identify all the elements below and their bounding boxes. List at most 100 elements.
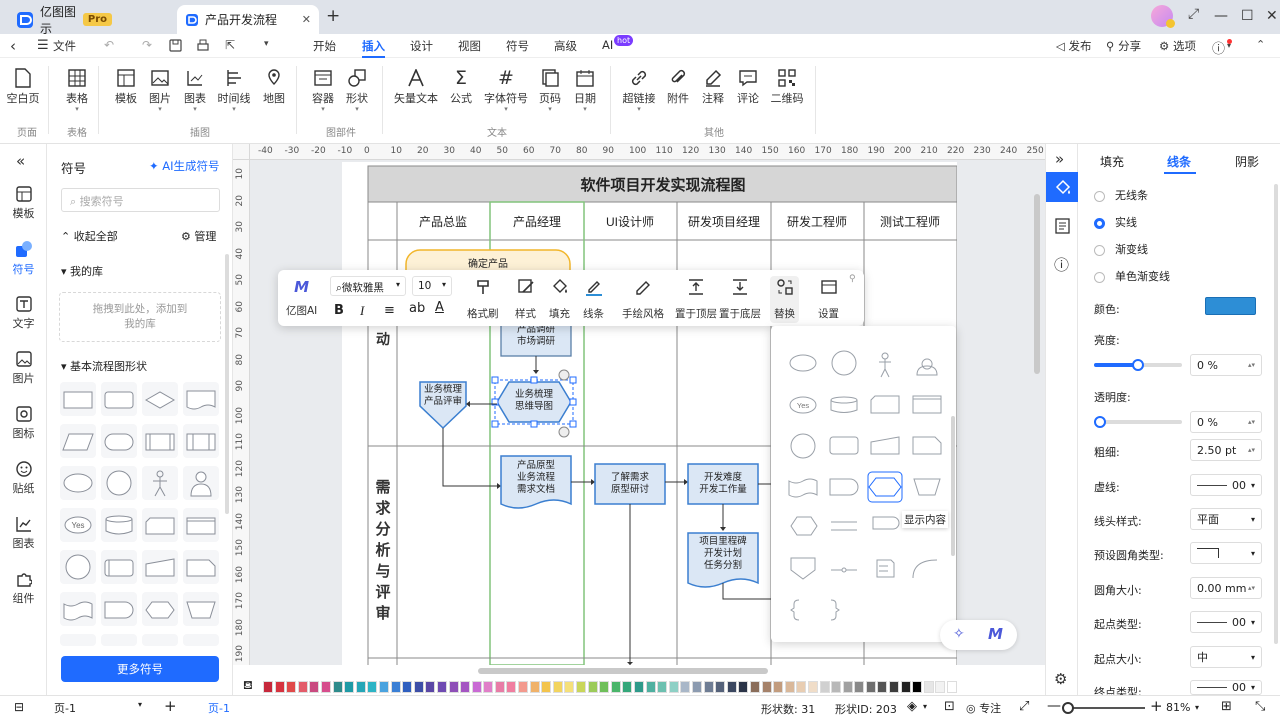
shape-more-2[interactable] (101, 634, 137, 646)
save-icon[interactable] (169, 39, 182, 52)
shape-button[interactable]: 形状▾ (335, 66, 379, 113)
arrow-style-select[interactable]: 平面▾ (1190, 508, 1262, 530)
style-panel-tab[interactable] (1046, 172, 1079, 202)
magic-wand-icon[interactable]: ✧ (953, 626, 965, 642)
collapse-ribbon-icon[interactable]: ⌃ (1256, 38, 1266, 51)
shape-stored-data[interactable] (183, 508, 219, 542)
print-icon[interactable] (196, 39, 210, 52)
map-button[interactable]: 地图 (252, 66, 296, 106)
palette-swatch[interactable] (344, 681, 355, 693)
font-size-select[interactable]: 10▾ (412, 276, 452, 296)
sidebar-item-icon[interactable]: 图标 (0, 406, 47, 441)
option-solid-line[interactable]: 实线 (1094, 214, 1137, 230)
shape-tape-rect[interactable] (101, 550, 137, 584)
font-family-select[interactable]: ⌕微软雅黑▾ (330, 276, 406, 296)
zoom-thumb[interactable] (1062, 702, 1074, 714)
palette-swatch[interactable] (297, 681, 308, 693)
fill-button[interactable]: 填充 (549, 278, 570, 321)
transparency-slider[interactable] (1094, 416, 1182, 428)
palette-swatch[interactable] (436, 681, 447, 693)
palette-swatch[interactable] (680, 681, 691, 693)
shape-rounded-rect[interactable] (101, 382, 137, 416)
layers-icon[interactable]: ◈ (907, 699, 917, 714)
fullscreen-icon[interactable]: ⤢ (1019, 699, 1030, 714)
palette-swatch[interactable] (564, 681, 575, 693)
shape-more-4[interactable] (183, 634, 219, 646)
palette-swatch[interactable] (657, 681, 668, 693)
palette-swatch[interactable] (494, 681, 505, 693)
palette-swatch[interactable] (610, 681, 621, 693)
bring-to-front-button[interactable]: 置于顶层 (675, 278, 717, 321)
back-icon[interactable]: ‹ (10, 37, 16, 55)
settings-gear-icon[interactable]: ⚙ (1054, 670, 1068, 688)
shape-terminator[interactable] (101, 424, 137, 458)
shape-yes-label[interactable]: Yes (60, 508, 96, 542)
palette-swatch[interactable] (807, 681, 818, 693)
options-button[interactable]: ⚙ 选项 (1159, 38, 1196, 54)
transparency-input[interactable]: 0 %▴▾ (1190, 411, 1262, 433)
corner-type-select[interactable]: ▾ (1190, 542, 1262, 564)
table-button[interactable]: 表格▾ (55, 66, 99, 113)
palette-swatch[interactable] (773, 681, 784, 693)
tab-fill[interactable]: 填充 (1100, 155, 1125, 169)
library-drop-zone[interactable]: 拖拽到此处，添加到我的库 (59, 292, 221, 342)
palette-swatch[interactable] (726, 681, 737, 693)
palette-swatch[interactable] (749, 681, 760, 693)
layers-dropdown-icon[interactable]: ▾ (923, 702, 928, 711)
palette-swatch[interactable] (842, 681, 853, 693)
fill-bucket-icon[interactable]: ⛾ (243, 678, 253, 692)
undo-icon[interactable]: ↶ (104, 38, 115, 52)
shape-internal-storage[interactable] (183, 424, 219, 458)
palette-swatch[interactable] (865, 681, 876, 693)
palette-swatch[interactable] (576, 681, 587, 693)
document-tab[interactable]: 产品开发流程 ✕ (177, 5, 319, 34)
palette-swatch[interactable] (796, 681, 807, 693)
container-button[interactable]: 容器▾ (301, 66, 345, 113)
more-symbols-button[interactable]: 更多符号 (61, 656, 219, 682)
sidebar-item-component[interactable]: 组件 (0, 571, 47, 606)
manage-button[interactable]: ⚙ 管理 (181, 228, 216, 244)
slider-thumb[interactable] (1132, 359, 1144, 371)
chart-button[interactable]: 图表▾ (173, 66, 217, 113)
palette-swatch[interactable] (390, 681, 401, 693)
sidebar-item-image[interactable]: 图片 (0, 351, 47, 386)
shape-card[interactable] (142, 508, 178, 542)
image-button[interactable]: 图片▾ (138, 66, 182, 113)
palette-swatch[interactable] (889, 681, 900, 693)
help-circle-icon[interactable]: ⓘ (1054, 256, 1070, 274)
app-tab[interactable]: 亿图图示 Pro (8, 5, 120, 36)
hand-drawn-button[interactable]: 手绘风格 (622, 278, 664, 321)
palette-swatch[interactable] (378, 681, 389, 693)
palette-swatch[interactable] (355, 681, 366, 693)
theme-icon[interactable]: ⤢ (1188, 6, 1200, 22)
panel-scrollbar[interactable] (225, 254, 229, 514)
shape-delay[interactable] (101, 592, 137, 626)
palette-swatch[interactable] (900, 681, 911, 693)
redo-icon[interactable]: ↷ (142, 38, 153, 52)
palette-swatch[interactable] (634, 681, 644, 693)
bold-button[interactable]: B (334, 303, 344, 318)
color-swatch[interactable] (1205, 297, 1256, 315)
palette-swatch[interactable] (367, 681, 378, 693)
palette-swatch[interactable] (645, 681, 656, 693)
palette-swatch[interactable] (599, 681, 610, 693)
palette-swatch[interactable] (413, 681, 424, 693)
shape-database[interactable] (101, 508, 137, 542)
palette-swatch[interactable] (552, 681, 563, 693)
sidebar-item-text[interactable]: 文字 (0, 296, 47, 331)
palette-swatch[interactable] (286, 681, 297, 693)
shape-off-page[interactable] (183, 550, 219, 584)
send-to-back-button[interactable]: 置于底层 (719, 278, 761, 321)
fit-window-icon[interactable]: ⊞ (1221, 699, 1232, 714)
corner-size-input[interactable]: 0.00 mm▴▾ (1190, 577, 1262, 599)
ai-float-pill[interactable]: ✧ M (940, 620, 1017, 650)
zoom-level[interactable]: 81% (1166, 701, 1191, 714)
end-type-select[interactable]: 00▾ (1190, 680, 1262, 695)
menu-start[interactable]: 开始 (313, 39, 336, 53)
strikethrough-button[interactable]: ab (409, 301, 426, 316)
zoom-slider[interactable] (1062, 702, 1145, 714)
palette-swatch[interactable] (715, 681, 726, 693)
basic-flow-header[interactable]: ▾ 基本流程图形状 (61, 358, 147, 374)
start-size-select[interactable]: 中▾ (1190, 646, 1262, 668)
